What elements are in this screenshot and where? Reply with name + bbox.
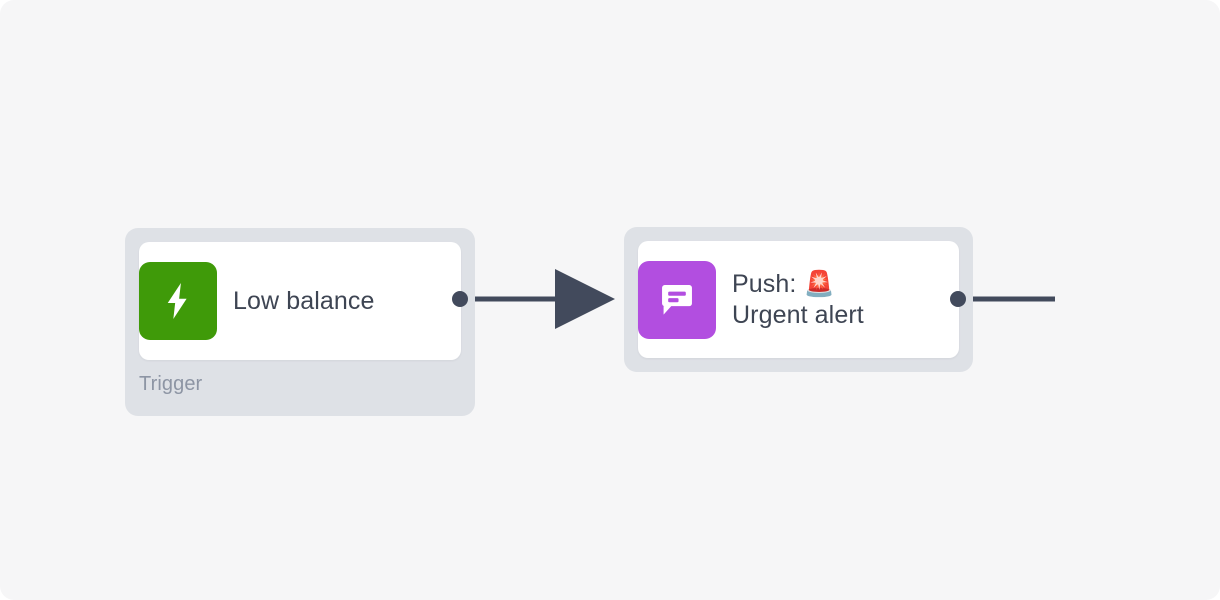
node-title-push: Push: 🚨 Urgent alert (732, 269, 864, 329)
node-title-trigger: Low balance (233, 286, 375, 315)
output-port-trigger[interactable] (452, 291, 468, 307)
node-card-push[interactable]: Push: 🚨 Urgent alert (638, 241, 959, 358)
node-footer-trigger: Trigger (139, 373, 203, 395)
workflow-node-trigger[interactable]: Low balance Trigger (125, 228, 475, 416)
workflow-node-push[interactable]: Push: 🚨 Urgent alert (624, 227, 973, 372)
output-port-push[interactable] (950, 291, 966, 307)
lightning-bolt-icon (139, 262, 217, 340)
chat-bubble-icon (638, 260, 716, 339)
node-card-trigger[interactable]: Low balance (139, 242, 461, 360)
